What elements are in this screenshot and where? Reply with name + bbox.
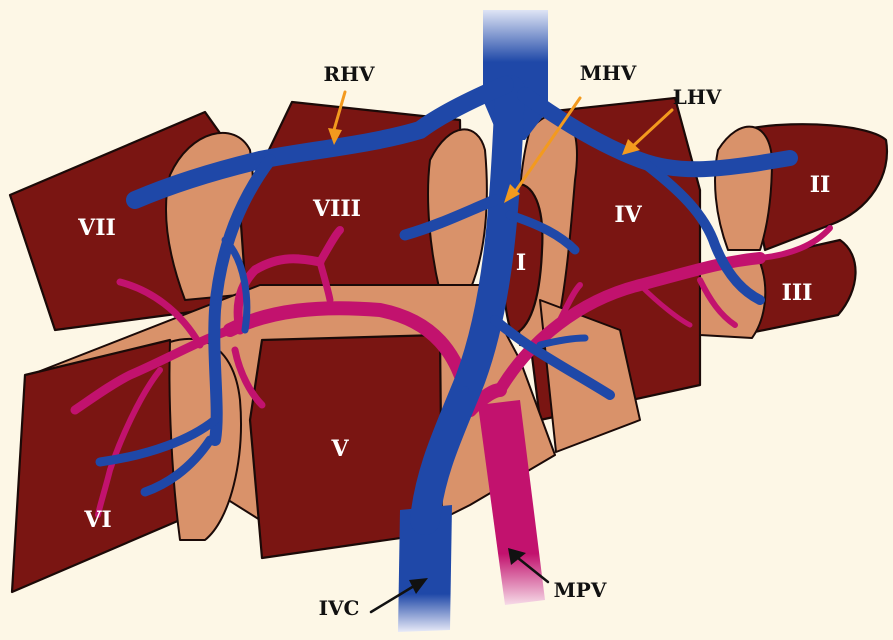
segment-label-v: V: [330, 436, 349, 462]
segment-viii: [240, 102, 487, 295]
segment-label-i: I: [516, 250, 526, 276]
segment-label-ii: II: [810, 172, 831, 198]
segment-label-iv: IV: [614, 202, 642, 228]
segment-label-vi: VI: [83, 507, 111, 533]
segment-label-iii: III: [782, 280, 813, 306]
mhv-label: MHV: [580, 61, 637, 85]
segment-label-vii: VII: [77, 215, 116, 241]
ivc-label: IVC: [319, 596, 360, 620]
segment-label-viii: VIII: [312, 196, 361, 222]
lhv-label: LHV: [673, 85, 722, 109]
mpv-label: MPV: [554, 578, 607, 602]
rhv-label: RHV: [323, 62, 375, 86]
